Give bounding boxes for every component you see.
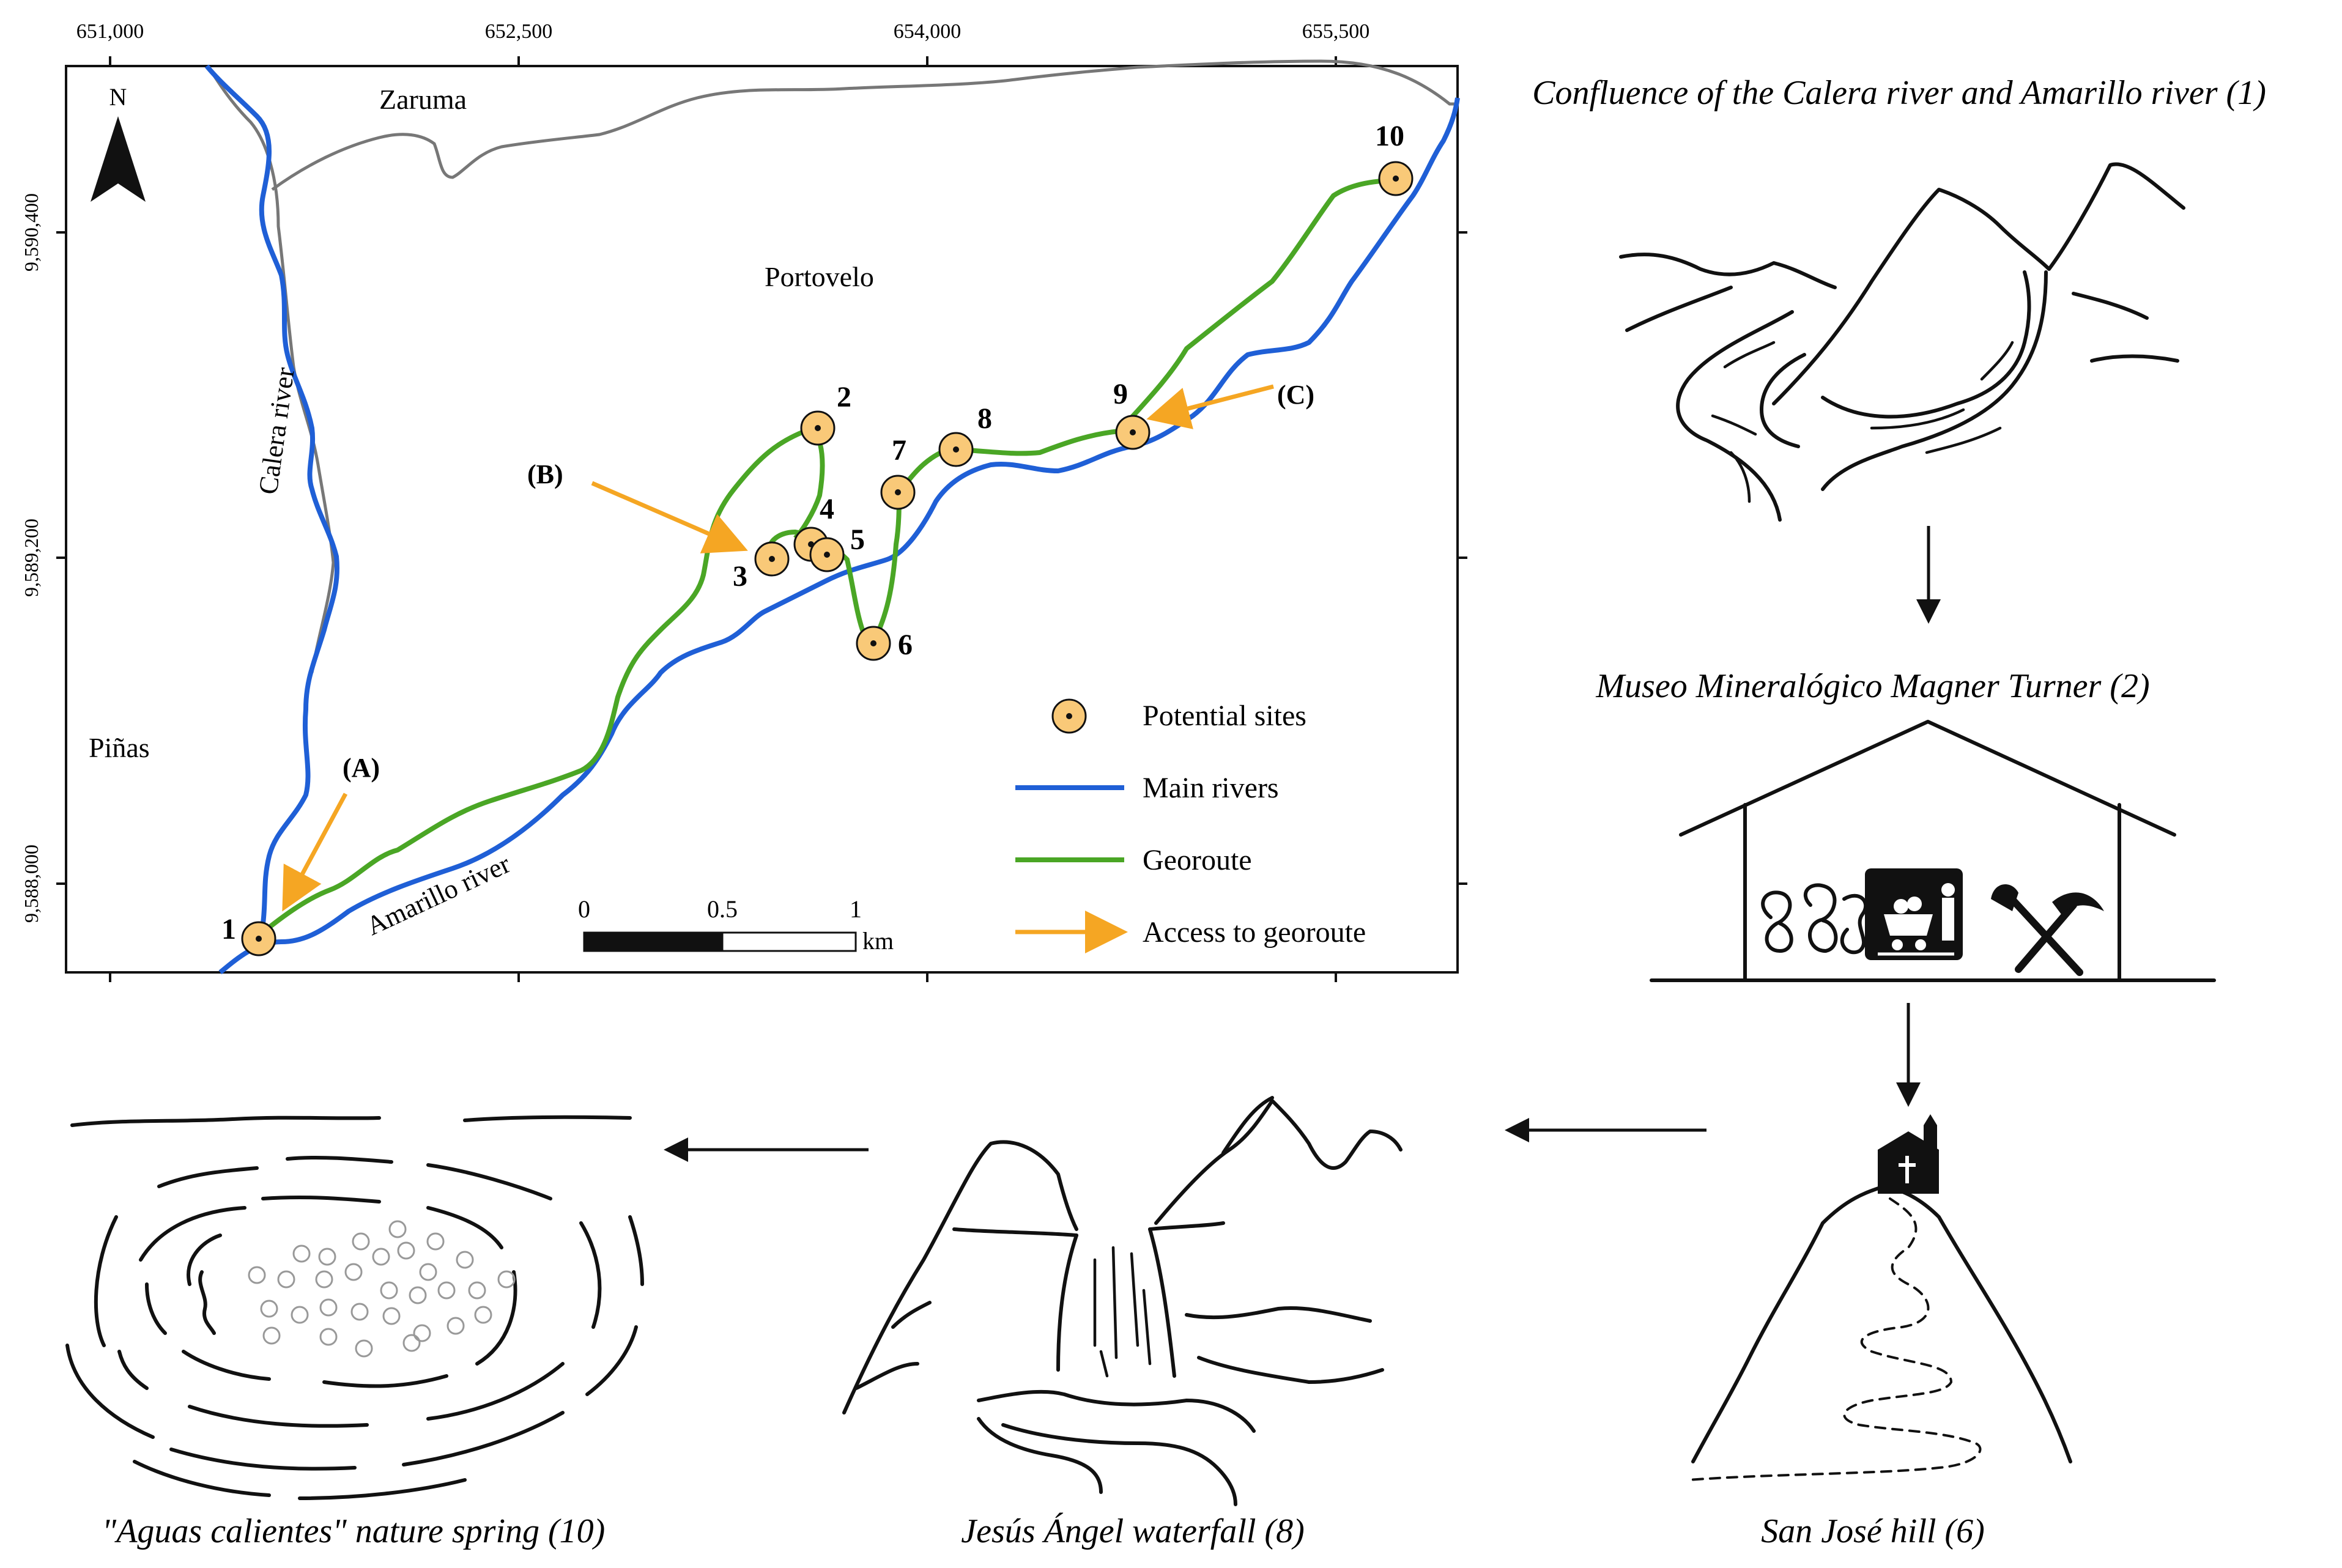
y-axis-ticks: 9,590,400 9,589,200 9,588,000 <box>20 193 1467 923</box>
site-label-10: 10 <box>1375 120 1404 152</box>
y-tick-label: 9,589,200 <box>20 519 42 597</box>
site-label-6: 6 <box>898 629 913 661</box>
caption-hill: San José hill (6) <box>1761 1512 1984 1550</box>
scale-label: 0 <box>578 895 590 923</box>
mountain-right <box>1154 1099 1403 1225</box>
sketch-spring: "Aguas calientes" nature spring (10) <box>65 1115 644 1550</box>
caption-confluence: Confluence of the Calera river and Amari… <box>1532 74 2266 112</box>
site-marker-10 <box>1378 161 1414 196</box>
amarillo-river <box>218 97 1460 975</box>
site-label-2: 2 <box>837 381 851 413</box>
site-marker-6 <box>856 626 891 661</box>
legend-site-icon <box>1051 698 1087 734</box>
place-pinas: Piñas <box>89 732 150 763</box>
site-label-5: 5 <box>850 523 865 556</box>
site-label-1: 1 <box>221 913 236 945</box>
place-portovelo: Portovelo <box>765 261 874 292</box>
legend-access: Access to georoute <box>1143 916 1366 949</box>
access-arrow-a <box>282 793 348 912</box>
mine-cart-icon <box>1865 868 1963 960</box>
site-label-8: 8 <box>977 402 992 435</box>
north-arrow: N <box>91 83 146 202</box>
site-markers <box>241 161 1414 956</box>
site-marker-1 <box>241 921 276 956</box>
caption-museum: Museo Mineralógico Magner Turner (2) <box>1595 667 2149 705</box>
site-marker-7 <box>880 475 916 510</box>
site-label-4: 4 <box>820 493 834 525</box>
access-label-b: (B) <box>527 459 563 489</box>
y-tick-label: 9,590,400 <box>20 193 42 272</box>
place-zaruma: Zaruma <box>379 84 467 115</box>
y-tick-label: 9,588,000 <box>20 845 42 923</box>
caption-spring: "Aguas calientes" nature spring (10) <box>102 1512 606 1550</box>
caption-waterfall: Jesús Ángel waterfall (8) <box>961 1512 1304 1550</box>
north-arrow-icon <box>91 116 146 202</box>
scale-label: 1 <box>850 895 862 923</box>
access-label-c: (C) <box>1277 380 1314 410</box>
museum-roof <box>1679 720 2176 837</box>
x-tick-label: 655,500 <box>1302 20 1370 43</box>
minerals-icon <box>1761 883 1868 955</box>
x-axis-ticks: 651,000 652,500 654,000 655,500 <box>76 20 1370 982</box>
map-panel: 651,000 652,500 654,000 655,500 9,590,40… <box>20 20 1467 982</box>
hill-outline <box>1691 1185 2072 1463</box>
pickaxe-shovel-icon <box>1991 884 2104 976</box>
site-label-7: 7 <box>892 434 906 467</box>
spring-bubbles <box>248 1220 516 1358</box>
sketch-museum: Museo Mineralógico Magner Turner (2) <box>1595 667 2216 1107</box>
site-marker-2 <box>800 410 836 446</box>
site-labels: 1 2 3 4 5 6 7 8 9 10 <box>221 120 1404 945</box>
legend: Potential sites Main rivers Georoute Acc… <box>1015 698 1366 953</box>
calera-river <box>204 64 339 924</box>
x-tick-label: 651,000 <box>76 20 144 43</box>
site-marker-5 <box>809 537 845 572</box>
legend-main-rivers: Main rivers <box>1143 772 1279 804</box>
site-marker-8 <box>938 432 974 467</box>
boundary-line <box>271 59 1458 191</box>
scale-bar: 0 0.5 1 km <box>578 895 894 955</box>
access-label-a: (A) <box>343 753 380 783</box>
mountain-left <box>842 1140 1078 1415</box>
scale-label: 0.5 <box>707 895 738 923</box>
sketch-hill: San José hill (6) <box>1687 1114 2072 1550</box>
church-icon <box>1878 1114 1939 1194</box>
x-tick-label: 654,000 <box>894 20 962 43</box>
access-arrow-b <box>591 481 748 553</box>
north-label: N <box>109 83 127 111</box>
scale-unit: km <box>862 927 894 955</box>
legend-georoute: Georoute <box>1143 844 1252 876</box>
sketch-confluence: Confluence of the Calera river and Amari… <box>1532 74 2266 624</box>
map-frame <box>65 65 1459 974</box>
legend-potential-sites: Potential sites <box>1143 700 1306 732</box>
site-label-3: 3 <box>733 560 747 593</box>
x-tick-label: 652,500 <box>485 20 553 43</box>
site-marker-3 <box>754 541 790 577</box>
sketch-waterfall: Jesús Ángel waterfall (8) <box>842 1096 1403 1550</box>
access-arrow-c <box>1146 384 1274 429</box>
site-label-9: 9 <box>1113 378 1128 410</box>
site-marker-9 <box>1115 415 1151 450</box>
